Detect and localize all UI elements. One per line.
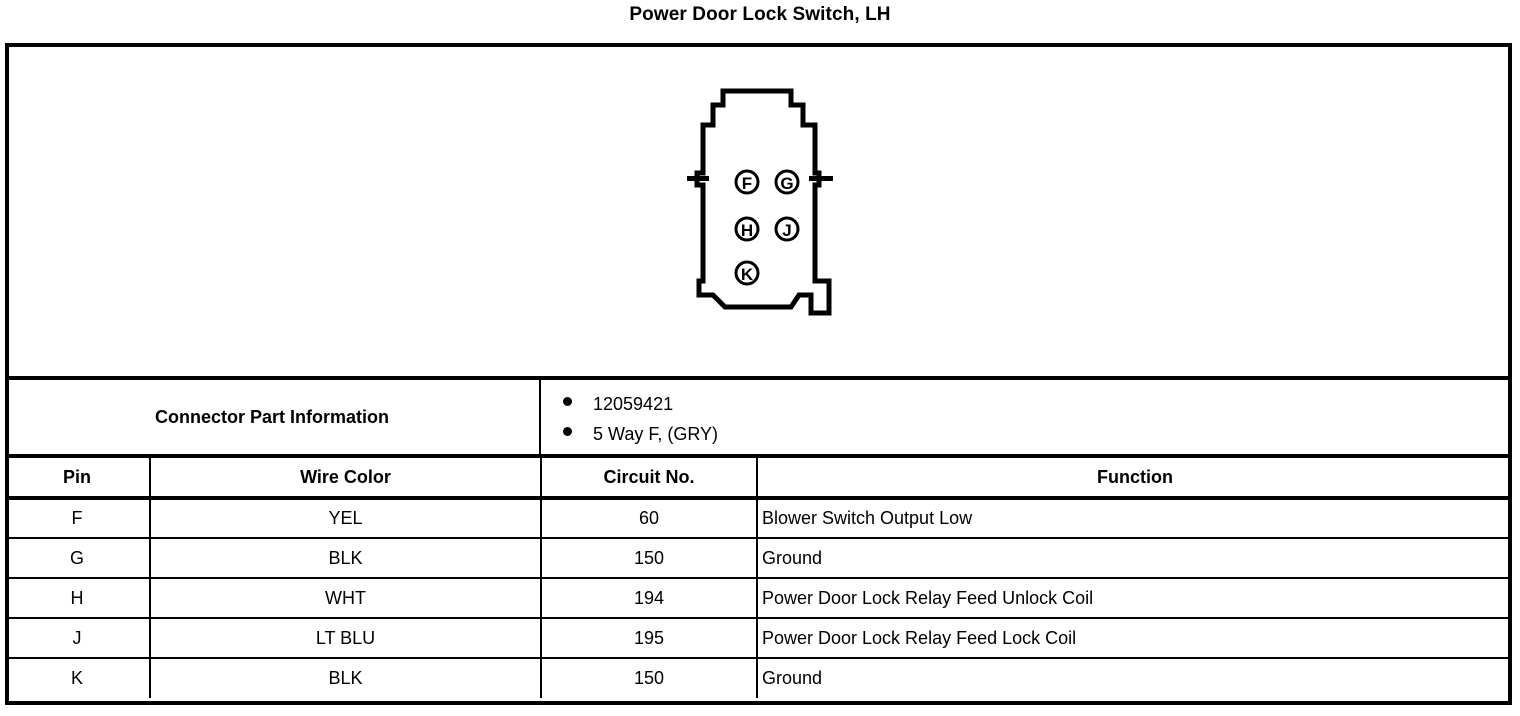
left-latch-tab	[687, 176, 709, 181]
cell-circuit-no: 150	[541, 658, 758, 698]
connector-face-diagram: F G H J K	[681, 85, 841, 325]
part-number-bullet-line: 12059421	[563, 389, 1512, 419]
column-header-pin: Pin	[5, 458, 151, 500]
pin-cavity-label: H	[741, 221, 753, 240]
column-header-circuit-no: Circuit No.	[541, 458, 758, 500]
pin-assignment-table: Pin Wire Color Circuit No. Function F YE…	[5, 458, 1512, 698]
cell-wire-color: LT BLU	[150, 618, 542, 659]
part-number-text: 12059421	[593, 394, 674, 414]
cell-function: Blower Switch Output Low	[757, 498, 1512, 539]
cell-circuit-no: 195	[541, 618, 758, 659]
table-row: G BLK 150 Ground	[5, 538, 1512, 579]
connector-part-information-label: Connector Part Information	[5, 380, 541, 454]
cell-wire-color: BLK	[150, 538, 542, 579]
page-title: Power Door Lock Switch, LH	[629, 4, 891, 25]
cell-wire-color: WHT	[150, 578, 542, 619]
connector-outline-svg: F G H J K	[687, 88, 833, 316]
pin-cavity-f: F	[734, 169, 760, 195]
cell-function: Power Door Lock Relay Feed Unlock Coil	[757, 578, 1512, 619]
cell-function: Power Door Lock Relay Feed Lock Coil	[757, 618, 1512, 659]
connector-description-text: 5 Way F, (GRY)	[593, 424, 719, 444]
bullet-icon	[563, 397, 572, 406]
content-frame	[5, 43, 1512, 705]
cell-wire-color: BLK	[150, 658, 542, 698]
pin-cavity-g: G	[774, 169, 800, 195]
cell-pin: F	[5, 498, 151, 539]
cell-pin: J	[5, 618, 151, 659]
right-latch-tab	[809, 176, 833, 181]
connector-description-bullet-line: 5 Way F, (GRY)	[563, 419, 1512, 449]
table-row: J LT BLU 195 Power Door Lock Relay Feed …	[5, 618, 1512, 659]
column-header-wire-color: Wire Color	[150, 458, 542, 500]
bullet-icon	[563, 427, 572, 436]
connector-part-information-row: Connector Part Information 12059421 5 Wa…	[5, 376, 1512, 458]
table-row: K BLK 150 Ground	[5, 658, 1512, 698]
column-header-function: Function	[757, 458, 1512, 500]
cell-pin: G	[5, 538, 151, 579]
cell-circuit-no: 194	[541, 578, 758, 619]
connector-diagram-area: F G H J K	[5, 43, 1512, 376]
connector-part-information-values: 12059421 5 Way F, (GRY)	[541, 380, 1512, 454]
pin-cavity-label: J	[782, 221, 791, 240]
pin-cavity-k: K	[734, 260, 760, 286]
pin-cavity-label: F	[742, 174, 752, 193]
pin-cavity-h: H	[734, 216, 760, 242]
table-header-row: Pin Wire Color Circuit No. Function	[5, 458, 1512, 500]
pin-cavity-j: J	[774, 216, 800, 242]
cell-wire-color: YEL	[150, 498, 542, 539]
table-row: F YEL 60 Blower Switch Output Low	[5, 498, 1512, 539]
pin-cavity-label: K	[741, 265, 754, 284]
cell-function: Ground	[762, 668, 823, 688]
cell-pin: K	[5, 658, 151, 698]
pin-cavity-label: G	[780, 174, 793, 193]
cell-circuit-no: 150	[541, 538, 758, 579]
cell-pin: H	[5, 578, 151, 619]
cell-function: Ground	[757, 538, 1512, 579]
cell-circuit-no: 60	[541, 498, 758, 539]
table-row: H WHT 194 Power Door Lock Relay Feed Unl…	[5, 578, 1512, 619]
